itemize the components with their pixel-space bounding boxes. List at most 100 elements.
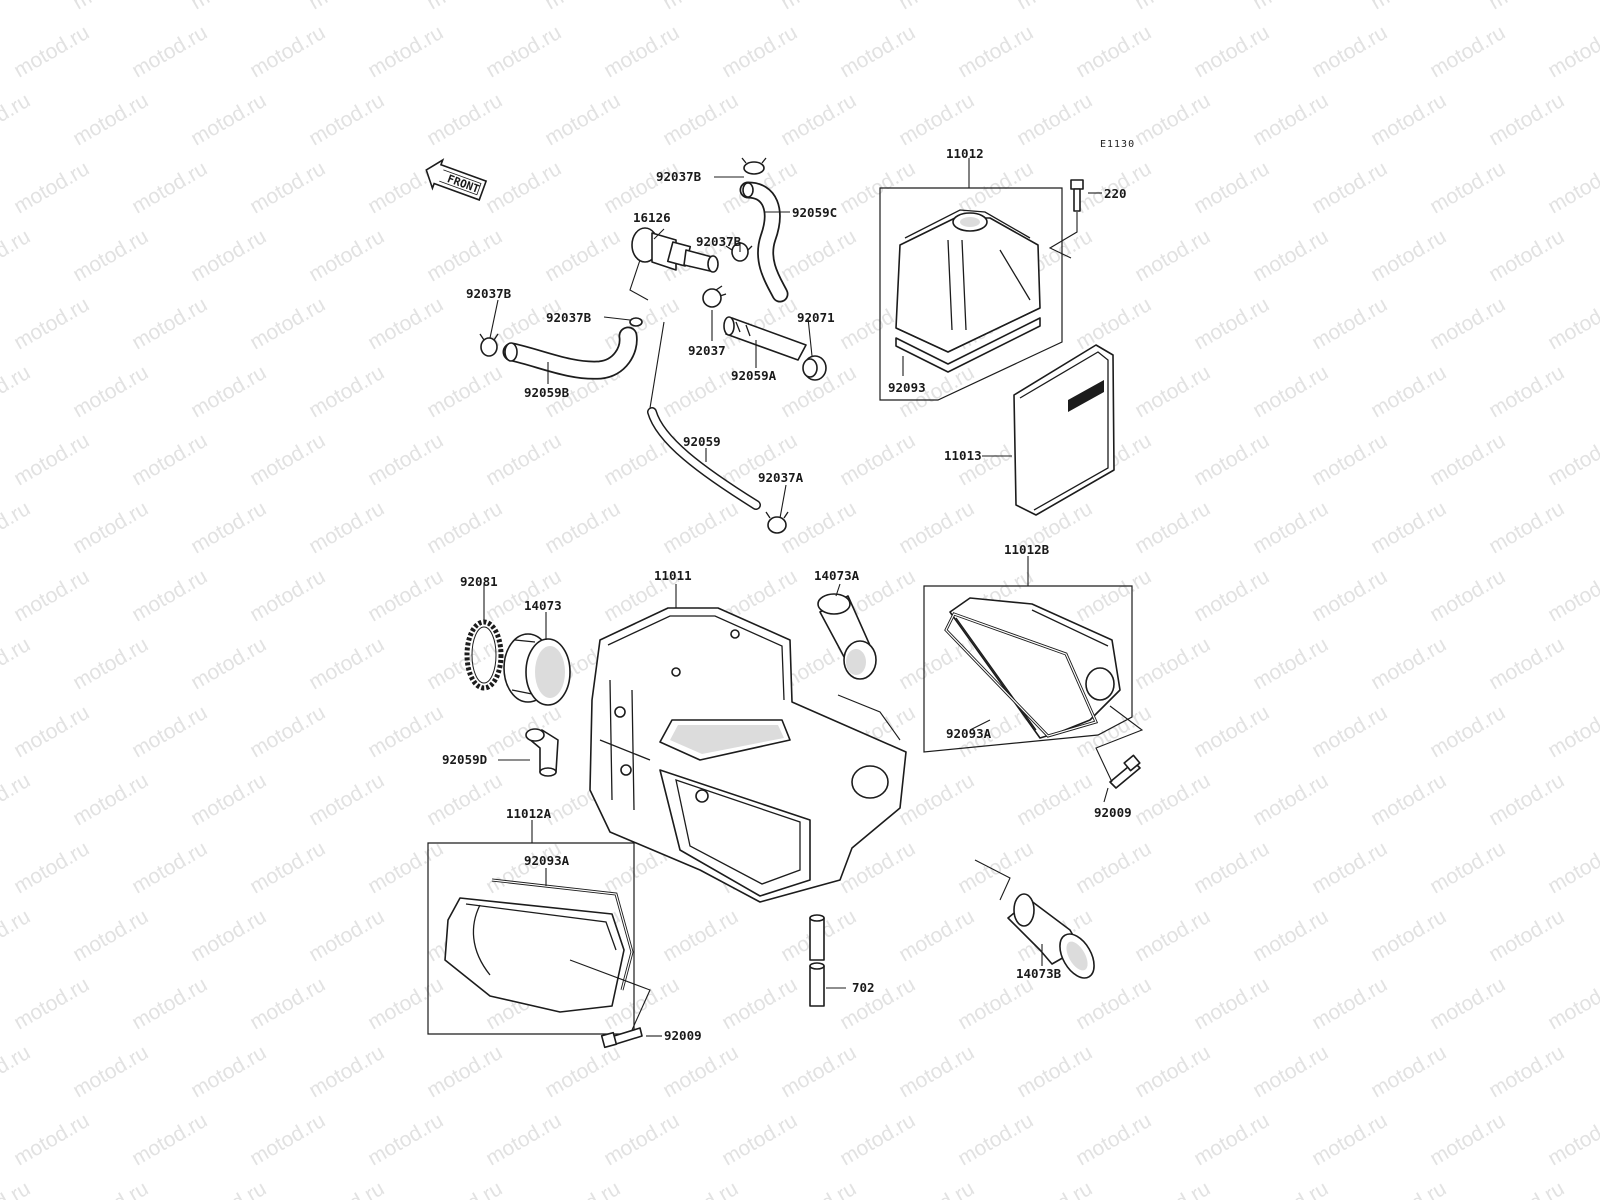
watermark-text: motod.ru <box>1249 1041 1332 1102</box>
label-92037: 92037 <box>688 343 726 358</box>
label-11012a: 11012A <box>506 806 552 821</box>
watermark-text: motod.ru <box>1485 0 1568 14</box>
label-92071: 92071 <box>797 310 835 325</box>
watermark-text: motod.ru <box>1131 361 1214 422</box>
watermark-text: motod.ru <box>1131 497 1214 558</box>
watermark-text: motod.ru <box>423 225 506 286</box>
watermark-text: motod.ru <box>69 361 152 422</box>
watermark-text: motod.ru <box>0 1177 34 1200</box>
watermark-text: motod.ru <box>1426 21 1509 82</box>
watermark-text: motod.ru <box>364 21 447 82</box>
label-11013: 11013 <box>944 448 982 463</box>
watermark-text: motod.ru <box>1367 497 1450 558</box>
watermark-text: motod.ru <box>1426 973 1509 1034</box>
watermark-text: motod.ru <box>364 701 447 762</box>
watermark-text: motod.ru <box>1131 1177 1214 1200</box>
watermark-text: motod.ru <box>69 905 152 966</box>
watermark-text: motod.ru <box>1249 1177 1332 1200</box>
watermark-text: motod.ru <box>10 429 93 490</box>
watermark-text: motod.ru <box>1190 157 1273 218</box>
watermark-text: motod.ru <box>10 293 93 354</box>
watermark-text: motod.ru <box>246 565 329 626</box>
watermark-text: motod.ru <box>1544 21 1600 82</box>
watermark-text: motod.ru <box>0 497 34 558</box>
watermark-text: motod.ru <box>954 1109 1037 1170</box>
label-702: 702 <box>852 980 875 995</box>
gasket-92093 <box>895 317 1041 373</box>
cover-11012a <box>444 897 625 1013</box>
watermark-text: motod.ru <box>1308 429 1391 490</box>
watermark-text: motod.ru <box>128 701 211 762</box>
screw-220 <box>1070 179 1084 212</box>
funnel-14073b-leader <box>974 859 1011 901</box>
watermark-text: motod.ru <box>895 1177 978 1200</box>
label-92059a: 92059A <box>731 368 777 383</box>
watermark-text: motod.ru <box>1308 21 1391 82</box>
watermark-text: motod.ru <box>541 1177 624 1200</box>
screw-92009-left-leader <box>569 959 651 1031</box>
watermark-text: motod.ru <box>0 1041 34 1102</box>
watermark-text: motod.ru <box>1249 0 1332 14</box>
watermark-text: motod.ru <box>1544 1109 1600 1170</box>
watermark-text: motod.ru <box>1308 837 1391 898</box>
watermark-text: motod.ru <box>1190 429 1273 490</box>
watermark-text: motod.ru <box>0 633 34 694</box>
watermark-text: motod.ru <box>1485 1041 1568 1102</box>
watermark-text: motod.ru <box>246 21 329 82</box>
watermark-text: motod.ru <box>659 905 742 966</box>
clamp-92037 <box>702 285 727 308</box>
watermark-text: motod.ru <box>777 1041 860 1102</box>
watermark-text: motod.ru <box>1367 361 1450 422</box>
watermark-text: motod.ru <box>1131 89 1214 150</box>
label-16126: 16126 <box>633 210 671 225</box>
watermark-text: motod.ru <box>1249 905 1332 966</box>
watermark-text: motod.ru <box>1308 1109 1391 1170</box>
watermark-text: motod.ru <box>423 1041 506 1102</box>
watermark-text: motod.ru <box>659 361 742 422</box>
watermark-text: motod.ru <box>1190 293 1273 354</box>
watermark-text: motod.ru <box>128 21 211 82</box>
watermark-text: motod.ru <box>600 21 683 82</box>
clamp-92037b-valve <box>629 317 643 327</box>
watermark-text: motod.ru <box>69 225 152 286</box>
screw-92009-right-leader <box>1095 705 1144 783</box>
watermark-text: motod.ru <box>0 89 34 150</box>
clamp-92037b-top <box>741 157 767 175</box>
watermark-text: motod.ru <box>0 225 34 286</box>
label-92009-left: 92009 <box>664 1028 702 1043</box>
watermark-text: motod.ru <box>10 701 93 762</box>
watermark-text: motod.ru <box>777 1177 860 1200</box>
watermark-text: motod.ru <box>187 497 270 558</box>
watermark-text: motod.ru <box>482 429 565 490</box>
cover-11012 <box>895 209 1041 353</box>
watermark-text: motod.ru <box>1426 701 1509 762</box>
watermark-text: motod.ru <box>305 497 388 558</box>
callout-labels: 92037B 92059C 16126 92037B 92037B 92037B… <box>442 146 1132 1043</box>
watermark-text: motod.ru <box>0 0 34 14</box>
watermark-text: motod.ru <box>187 1041 270 1102</box>
label-92081: 92081 <box>460 574 498 589</box>
watermark-text: motod.ru <box>364 837 447 898</box>
label-11012b: 11012B <box>1004 542 1050 557</box>
watermark-text: motod.ru <box>187 633 270 694</box>
watermark-text: motod.ru <box>1426 1109 1509 1170</box>
watermark-text: motod.ru <box>659 89 742 150</box>
screw-220-leader <box>1048 212 1078 259</box>
watermark-text: motod.ru <box>10 973 93 1034</box>
duct-14073 <box>503 633 571 706</box>
label-92059d: 92059D <box>442 752 487 767</box>
watermark-text: motod.ru <box>128 565 211 626</box>
watermark-text: motod.ru <box>1249 497 1332 558</box>
watermark-text: motod.ru <box>1190 565 1273 626</box>
gasket-92093a-left <box>491 878 634 991</box>
watermark-text: motod.ru <box>128 429 211 490</box>
watermark-text: motod.ru <box>1131 1041 1214 1102</box>
watermark-text: motod.ru <box>482 157 565 218</box>
label-92093: 92093 <box>888 380 926 395</box>
label-92009-right: 92009 <box>1094 805 1132 820</box>
box-11012 <box>879 187 1063 401</box>
label-14073: 14073 <box>524 598 562 613</box>
watermark-text: motod.ru <box>1367 1041 1450 1102</box>
